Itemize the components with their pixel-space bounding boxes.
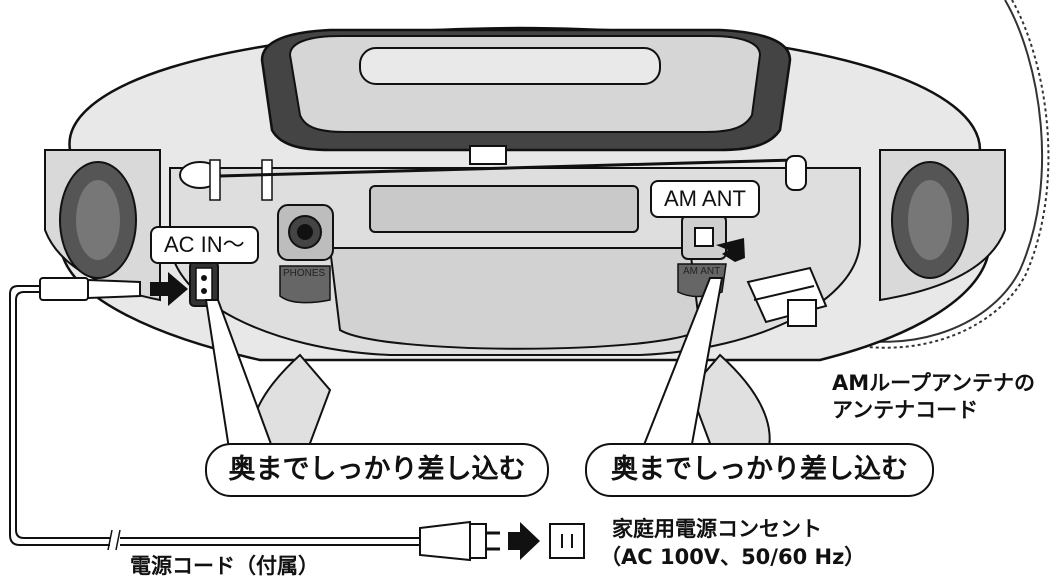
am-ant-label: AM ANT	[650, 180, 760, 218]
arrow-to-am-ant	[716, 238, 745, 262]
arrow-to-outlet	[508, 522, 540, 560]
insert-fully-bubble-left: 奥までしっかり差し込む	[205, 443, 549, 497]
phones-socket-label: PHONES	[283, 268, 326, 279]
outlet-label-line2: （AC 100V、50/60 Hz）	[600, 545, 866, 569]
cord-plug-ac	[39, 277, 89, 301]
insert-fully-bubble-right: 奥までしっかり差し込む	[585, 443, 934, 497]
am-antenna-plug	[746, 266, 828, 327]
wall-plug	[419, 520, 500, 562]
power-cord-label: 電源コード（付属）	[130, 554, 319, 578]
loop-antenna-cord-label-line1: AMループアンテナの	[832, 371, 1036, 395]
outlet-icon	[549, 523, 585, 559]
loop-antenna-cord	[817, 0, 1050, 349]
power-cord	[9, 285, 420, 546]
stereo-body	[44, 26, 1006, 471]
loop-antenna-cord-label-line2: アンテナコード	[832, 398, 979, 422]
arrow-to-ac-in	[150, 272, 188, 306]
outlet-label-line1: 家庭用電源コンセント	[612, 517, 822, 541]
ac-in-socket	[195, 267, 213, 301]
am-ant-terminal	[694, 227, 714, 247]
ac-in-label: AC IN～	[150, 226, 259, 264]
am-ant-socket-label: AM ANT	[683, 266, 721, 277]
